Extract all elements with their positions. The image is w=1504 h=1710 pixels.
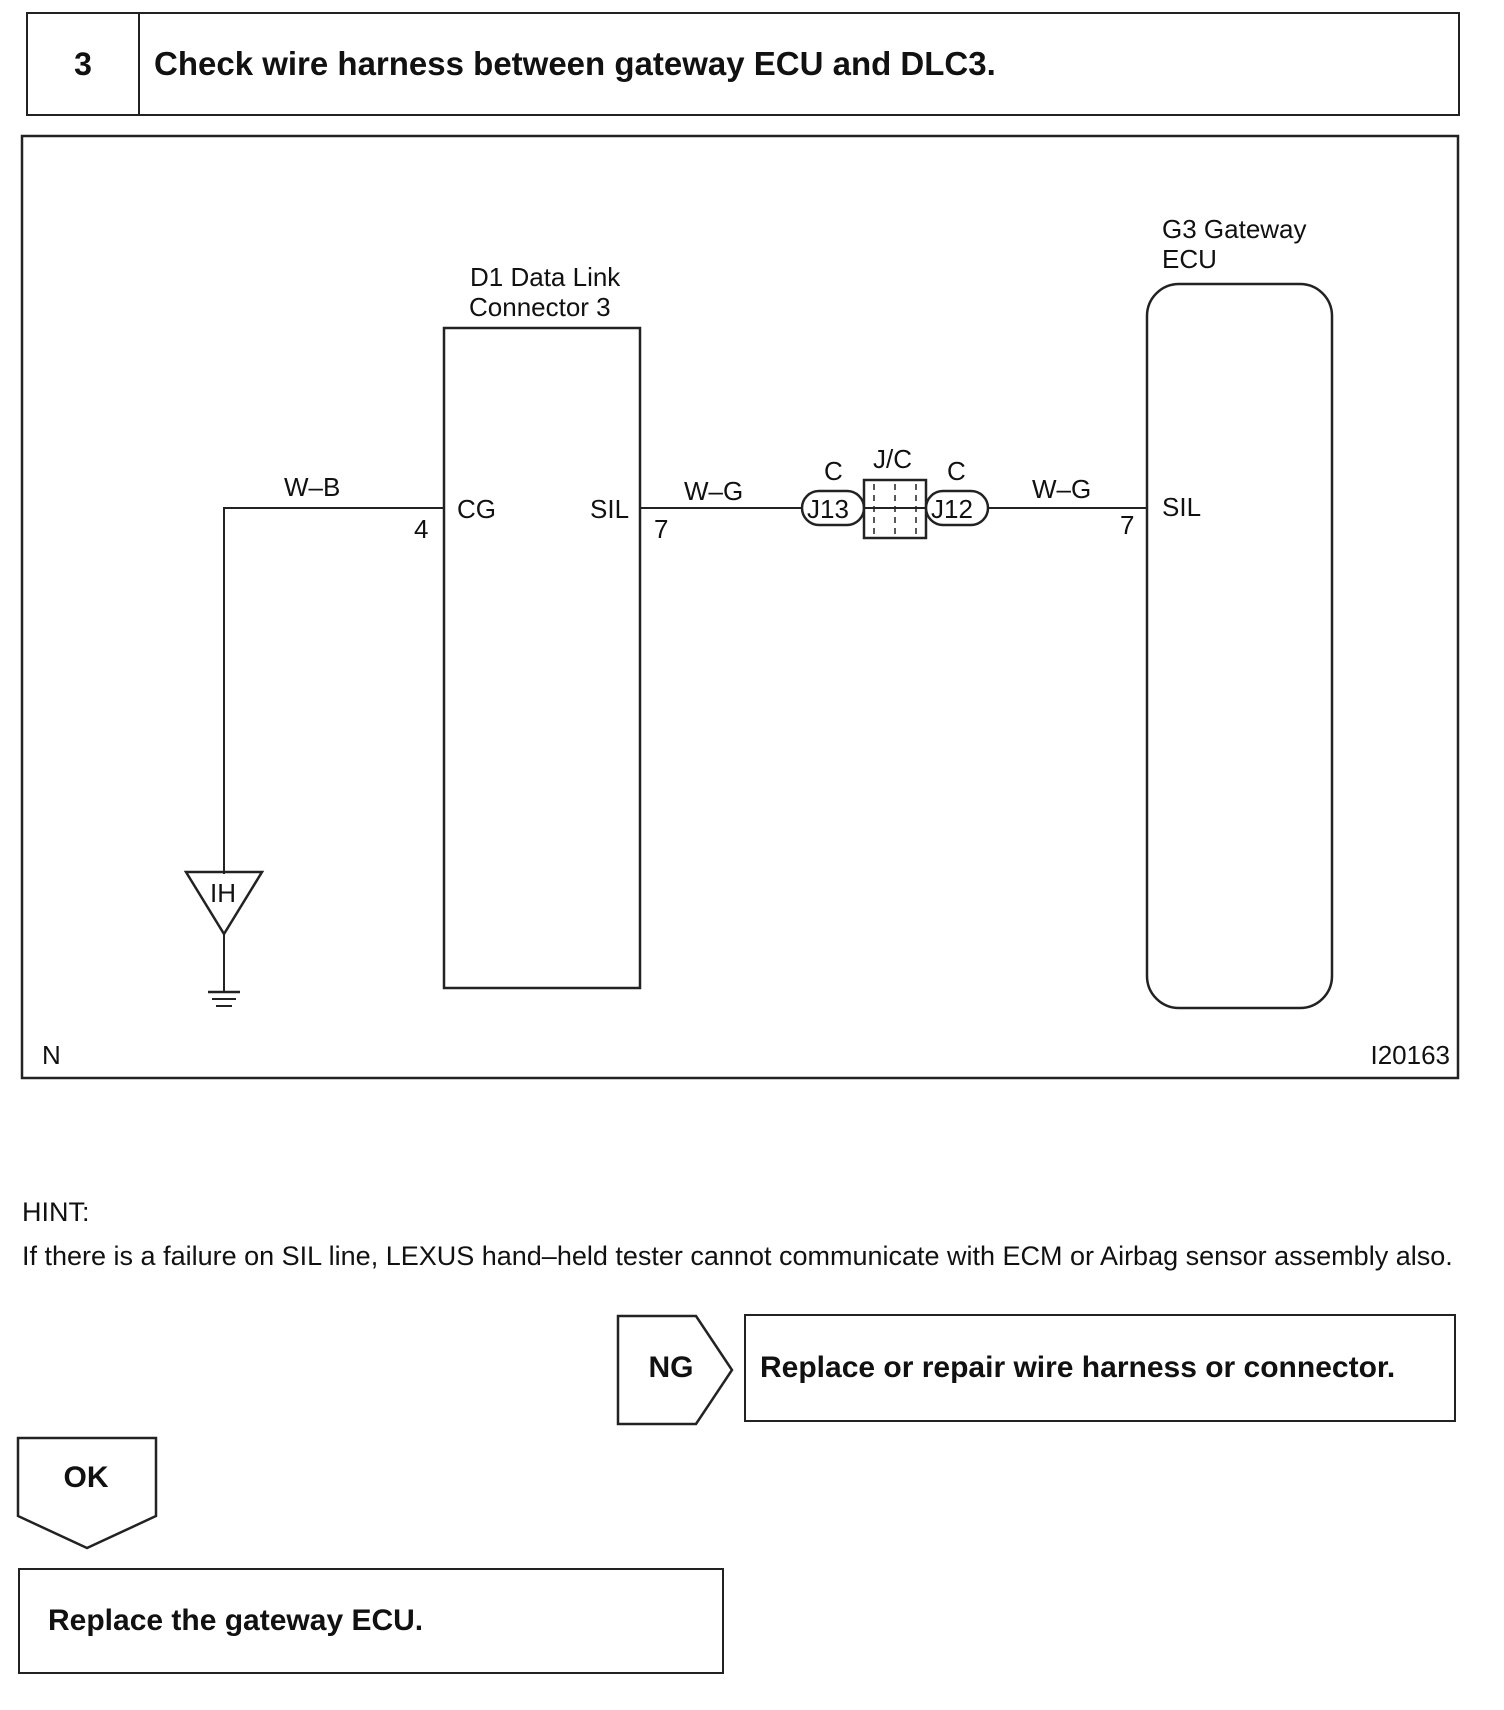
dlc3-label-line1: D1 Data Link: [470, 262, 621, 292]
j12-connector-code: C: [947, 456, 966, 486]
ng-label: NG: [648, 1351, 694, 1384]
hint-body: If there is a failure on SIL line, LEXUS…: [22, 1241, 1453, 1271]
gateway-sil-pin-label: SIL: [1162, 492, 1201, 522]
ok-label: OK: [63, 1461, 109, 1494]
step-title: Check wire harness between gateway ECU a…: [154, 45, 996, 82]
wire-left-code: W–G: [684, 476, 743, 506]
dlc3-sil-pin-number: 7: [654, 514, 668, 544]
diagram-corner-mark: N: [42, 1040, 61, 1070]
gateway-label-line2: ECU: [1162, 244, 1217, 274]
figure-id: I20163: [1370, 1040, 1450, 1070]
ok-arrow-badge: [16, 1436, 158, 1550]
step-number: 3: [28, 14, 140, 114]
diagram-frame: [20, 134, 1460, 1080]
ground-wire-code: W–B: [284, 472, 340, 502]
dlc3-label-line2: Connector 3: [469, 292, 611, 322]
wiring-diagram: D1 Data Link Connector 3 G3 Gateway ECU …: [20, 134, 1460, 1080]
gateway-ecu-box: [1145, 282, 1334, 1010]
cg-pin-label: CG: [457, 494, 496, 524]
j12-connector-label: J12: [931, 494, 973, 524]
dlc3-sil-pin-label: SIL: [590, 494, 629, 524]
ground-wire-line: [223, 507, 444, 874]
wire-right-code: W–G: [1032, 474, 1091, 504]
j13-connector-code: C: [824, 456, 843, 486]
junction-block-label: J/C: [873, 444, 912, 474]
step-header: 3 Check wire harness between gateway ECU…: [26, 12, 1460, 116]
ground-point-label: IH: [210, 878, 236, 908]
gateway-sil-pin-number: 7: [1120, 510, 1134, 540]
ng-arrow-badge: [616, 1314, 734, 1426]
hint-title: HINT:: [22, 1197, 90, 1227]
gateway-label-line1: G3 Gateway: [1162, 214, 1307, 244]
ground-point-symbol: [183, 870, 265, 937]
ok-action-box: Replace the gateway ECU.: [18, 1568, 724, 1674]
j13-connector-label: J13: [807, 494, 849, 524]
cg-pin-number: 4: [414, 514, 428, 544]
dlc3-connector-box: [442, 326, 642, 990]
ng-action-box: Replace or repair wire harness or connec…: [744, 1314, 1456, 1422]
